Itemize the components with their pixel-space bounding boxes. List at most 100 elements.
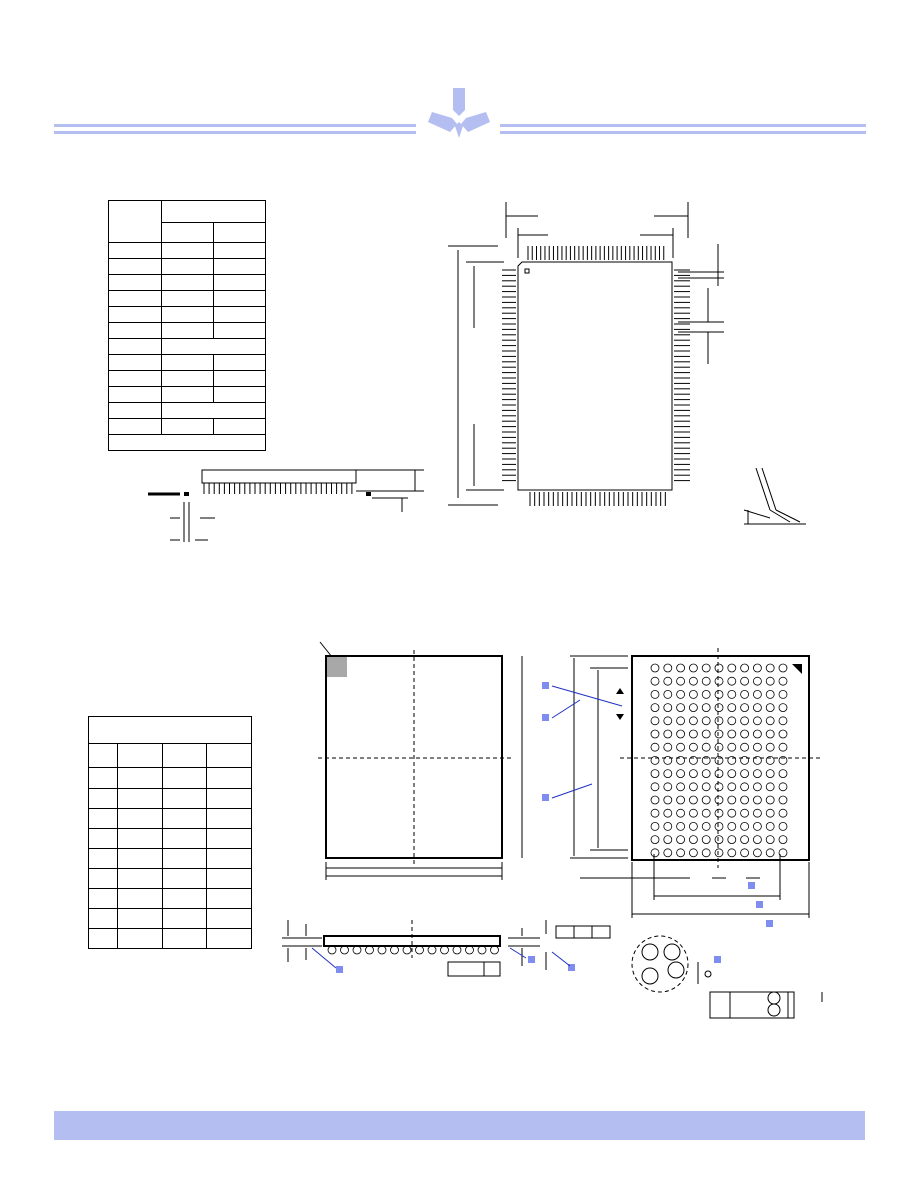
solder-ball xyxy=(676,795,686,805)
solder-ball xyxy=(727,835,737,845)
solder-ball xyxy=(714,782,724,792)
solder-ball xyxy=(676,821,686,831)
solder-ball xyxy=(650,716,660,726)
solder-ball xyxy=(727,690,737,699)
solder-ball xyxy=(688,848,698,858)
solder-ball xyxy=(650,676,660,686)
solder-ball xyxy=(663,729,673,739)
solder-ball xyxy=(714,729,724,739)
solder-ball xyxy=(701,756,711,765)
solder-ball xyxy=(727,808,737,818)
solder-ball xyxy=(752,821,762,831)
solder-ball xyxy=(663,663,673,673)
solder-ball xyxy=(650,742,660,752)
solder-ball xyxy=(752,835,762,845)
footer-bar xyxy=(54,1111,865,1140)
solder-ball xyxy=(740,808,750,818)
solder-ball xyxy=(714,756,724,765)
header-bar-left-top xyxy=(54,124,416,127)
solder-ball xyxy=(688,769,698,778)
solder-ball xyxy=(676,690,686,699)
solder-ball xyxy=(765,782,775,792)
solder-ball xyxy=(688,782,698,792)
solder-ball xyxy=(752,756,762,765)
solder-ball xyxy=(740,663,750,673)
solder-ball xyxy=(650,769,660,778)
solder-ball xyxy=(714,716,724,726)
side-ball xyxy=(327,945,337,955)
side-ball xyxy=(490,945,499,955)
solder-ball xyxy=(740,782,750,792)
solder-ball xyxy=(740,835,750,845)
solder-ball xyxy=(714,742,724,752)
solder-ball xyxy=(650,756,660,765)
solder-ball xyxy=(688,808,698,818)
solder-ball xyxy=(688,795,698,805)
solder-ball xyxy=(765,795,775,805)
side-ball xyxy=(452,945,462,955)
side-ball xyxy=(415,945,424,955)
solder-ball xyxy=(688,663,698,673)
solder-ball xyxy=(740,848,750,858)
side-ball xyxy=(440,945,449,955)
solder-ball xyxy=(740,676,750,686)
solder-ball xyxy=(727,703,737,712)
solder-ball xyxy=(778,821,788,831)
bga-dimension-table xyxy=(88,716,252,949)
solder-ball xyxy=(765,756,775,765)
solder-ball xyxy=(778,848,788,858)
solder-ball xyxy=(727,756,737,765)
solder-ball xyxy=(778,742,788,752)
solder-ball xyxy=(688,676,698,686)
solder-ball xyxy=(727,676,737,686)
solder-ball xyxy=(778,703,788,712)
solder-ball xyxy=(663,821,673,831)
solder-ball xyxy=(752,690,762,699)
solder-ball xyxy=(778,808,788,818)
solder-ball xyxy=(714,795,724,805)
solder-ball xyxy=(676,756,686,765)
solder-ball xyxy=(688,835,698,845)
bga-top-view xyxy=(318,641,523,880)
solder-ball xyxy=(765,676,775,686)
solder-ball xyxy=(663,848,673,858)
solder-ball xyxy=(701,663,711,673)
solder-ball xyxy=(752,742,762,752)
solder-ball xyxy=(714,703,724,712)
solder-ball xyxy=(701,808,711,818)
solder-ball xyxy=(650,663,660,673)
ball-detail xyxy=(631,935,823,1019)
solder-ball xyxy=(663,769,673,778)
solder-ball xyxy=(663,742,673,752)
solder-ball xyxy=(714,676,724,686)
solder-ball xyxy=(727,769,737,778)
solder-ball xyxy=(701,848,711,858)
solder-ball xyxy=(765,821,775,831)
solder-ball xyxy=(714,769,724,778)
solder-ball xyxy=(778,690,788,699)
solder-ball xyxy=(650,848,660,858)
solder-ball xyxy=(701,703,711,712)
solder-ball xyxy=(701,742,711,752)
solder-ball xyxy=(740,690,750,699)
side-ball xyxy=(402,945,412,955)
solder-ball xyxy=(701,782,711,792)
solder-ball xyxy=(676,808,686,818)
solder-ball xyxy=(676,848,686,858)
solder-ball xyxy=(676,769,686,778)
solder-ball xyxy=(727,821,737,831)
solder-ball xyxy=(701,835,711,845)
solder-ball xyxy=(663,808,673,818)
solder-ball xyxy=(650,835,660,845)
solder-ball xyxy=(740,703,750,712)
solder-ball xyxy=(650,795,660,805)
solder-ball xyxy=(663,703,673,712)
side-ball xyxy=(477,945,487,955)
solder-ball xyxy=(778,835,788,845)
solder-ball xyxy=(688,690,698,699)
solder-ball xyxy=(676,782,686,792)
solder-ball xyxy=(778,769,788,778)
solder-ball xyxy=(714,808,724,818)
solder-ball xyxy=(727,848,737,858)
solder-ball xyxy=(650,729,660,739)
